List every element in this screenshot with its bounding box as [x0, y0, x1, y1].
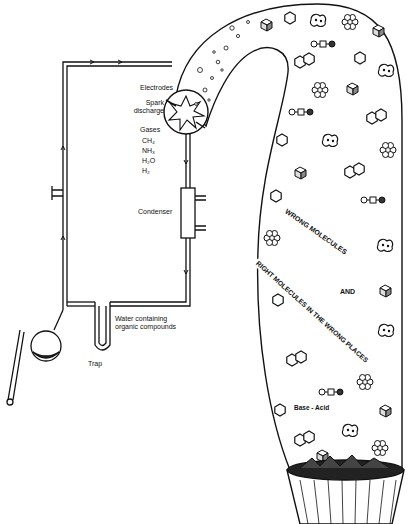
- caption-text: AND: [338, 288, 357, 296]
- part-label: Trap: [88, 360, 102, 368]
- part-label: Spark discharge: [128, 99, 164, 115]
- collecting-pot: [287, 455, 404, 524]
- spark-chamber: [164, 90, 208, 134]
- part-label: Condenser: [138, 208, 172, 216]
- gas-formula: H₂O: [142, 157, 155, 165]
- caption-text: RIGHT MOLECULES IN THE WRONG PLACES: [253, 258, 371, 366]
- molecule-label: Base - Acid: [292, 404, 331, 411]
- part-label: Electrodes: [140, 84, 173, 92]
- gas-formula: H₂: [142, 167, 150, 175]
- part-label: Water containing organic compounds: [115, 315, 187, 331]
- gas-formula: CH₄: [142, 137, 155, 145]
- molecules: [261, 12, 396, 462]
- gas-formula: NH₃: [142, 147, 155, 155]
- apparatus-glassware: [7, 60, 206, 405]
- bubbles: [195, 21, 250, 106]
- caption-text: WRONG MOLECULES: [282, 206, 350, 257]
- molecule-tube: [176, 4, 402, 470]
- part-label: Gases: [140, 126, 160, 134]
